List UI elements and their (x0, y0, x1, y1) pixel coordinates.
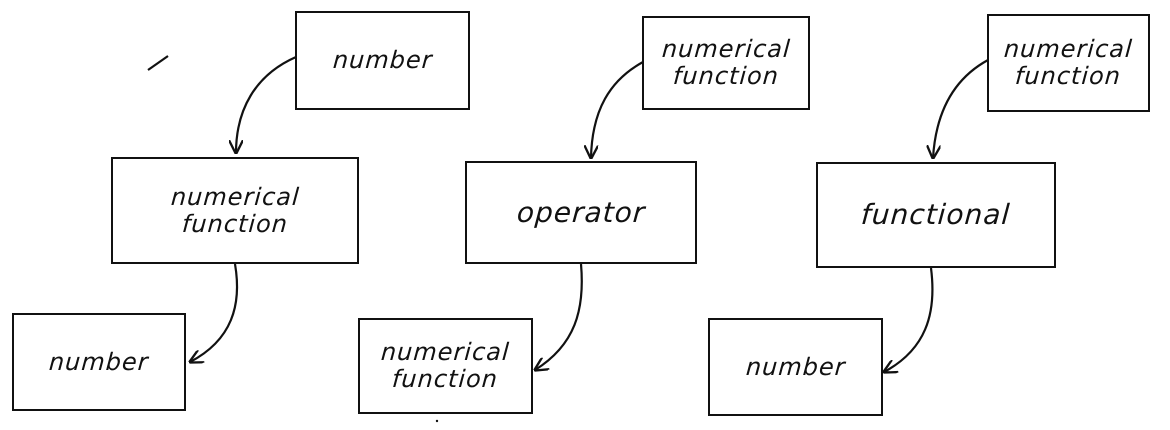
chain-1-top-text-1: number (331, 46, 434, 75)
arrow-1-middle-to-bottom (190, 263, 239, 362)
chain-3-middle-text-1: functional (860, 198, 1012, 232)
chain-1-bottom-text-1: number (48, 347, 150, 376)
chain-1-middle-text-1: numerical (169, 182, 301, 211)
chain-2-middle-box: operator (465, 161, 697, 264)
arrow-3-top-to-middle (933, 59, 989, 158)
chain-3-top-box: numerical function (987, 14, 1150, 112)
chain-2-bottom-box: numerical function (358, 318, 533, 414)
chain-1-middle-box: numerical function (111, 157, 359, 264)
arrow-2-top-to-middle (591, 61, 644, 158)
chain-2-top-box: numerical function (642, 16, 810, 110)
arrow-1-top-to-middle (236, 55, 297, 153)
chain-3-bottom-box: number (708, 318, 883, 416)
stray-dot (435, 419, 439, 423)
chain-3-middle-box: functional (816, 162, 1056, 268)
chain-2-top-text-1: numerical (660, 35, 792, 64)
chain-1-top-box: number (295, 11, 470, 110)
arrow-2-middle-to-bottom (535, 263, 583, 370)
chain-2-top-text-2: function (672, 62, 781, 90)
stray-mark (147, 55, 169, 71)
chain-3-bottom-text-1: number (744, 352, 847, 381)
chain-3-top-text-1: numerical (1003, 35, 1134, 64)
chain-2-bottom-text-1: numerical (380, 338, 511, 367)
chain-1-bottom-box: number (12, 313, 186, 411)
chain-2-bottom-text-2: function (391, 365, 500, 393)
chain-2-middle-text-1: operator (515, 195, 647, 229)
chain-1-middle-text-2: function (181, 209, 290, 238)
arrow-3-middle-to-bottom (884, 267, 934, 372)
chain-3-top-text-2: function (1014, 62, 1123, 90)
